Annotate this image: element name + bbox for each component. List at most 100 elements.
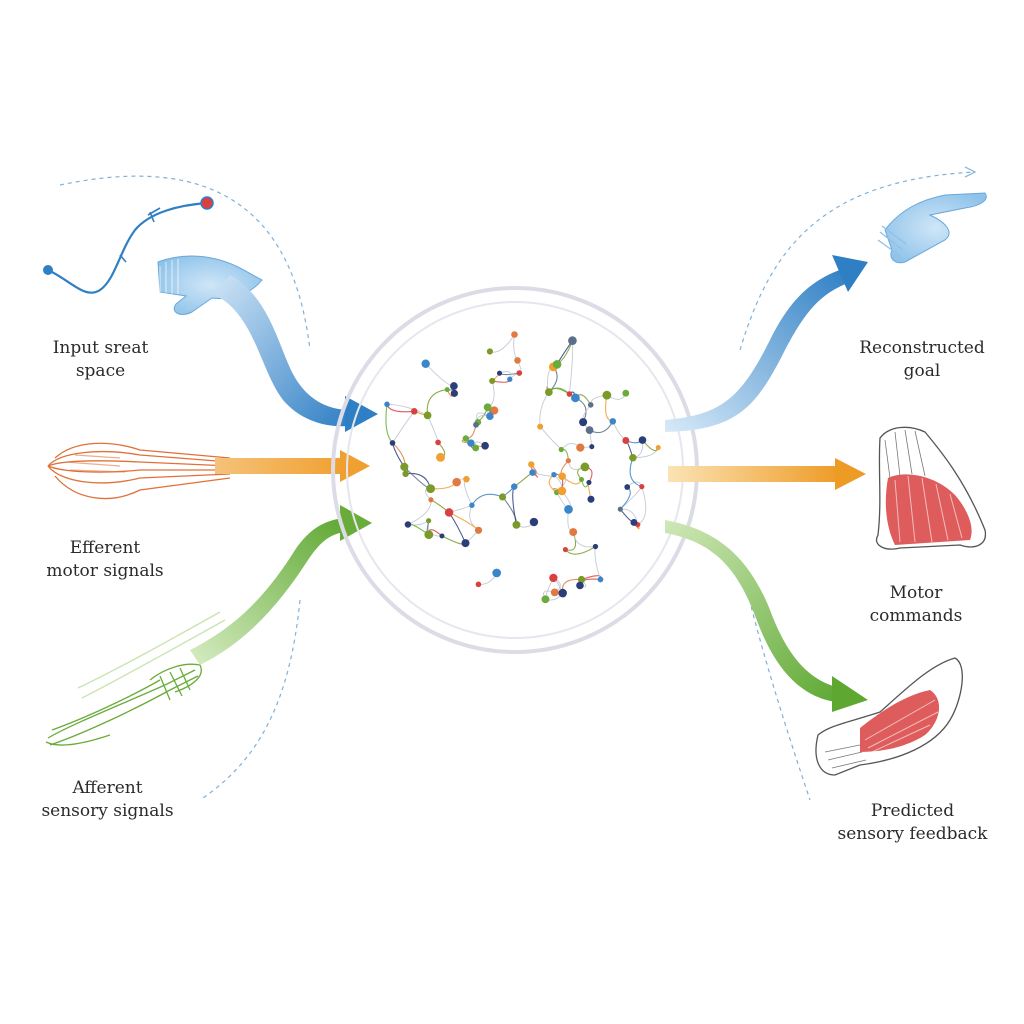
network-node [426,518,432,524]
input-state-arrow [215,275,378,432]
muscle-fibers-icon [47,442,231,500]
network-node [496,370,503,376]
label-line: Predicted [870,801,955,821]
network-node [529,517,539,527]
network-node [617,506,623,512]
trajectory-icon [43,196,214,294]
network-node [655,445,661,451]
network-node [551,472,557,478]
network-node [602,390,612,400]
network-link [594,546,601,580]
label-input-state-space: Input sreat space [38,337,163,383]
network-node [475,581,482,588]
network-node [629,454,637,462]
network-link [471,493,503,506]
network-node [609,418,617,425]
network-node [450,389,458,397]
network-node [576,443,585,452]
network-node [622,389,630,397]
network-node [511,331,518,338]
network-node [473,421,479,428]
network-node [472,444,480,452]
network-node [624,484,631,490]
network-node [571,393,580,403]
network-node [530,469,536,475]
network-node [565,458,571,464]
network-node [462,435,470,442]
network-link [513,334,518,361]
network-node [576,581,584,590]
network-node [586,479,592,485]
network-link [637,486,647,526]
network-node [541,595,550,604]
network-node [577,575,586,584]
network-node [439,533,445,539]
neural-network-icon [331,286,699,654]
network-node [569,528,578,537]
network-node [558,472,567,481]
label-line: sensory signals [41,801,174,821]
network-node [552,359,562,369]
network-node [579,476,585,482]
network-node [486,412,494,420]
network-node [549,573,558,583]
label-line: Reconstructed [859,338,985,358]
network-node [444,387,450,393]
network-node [566,391,573,397]
network-link [568,340,574,395]
network-link [386,403,428,416]
network-link [539,426,562,450]
network-node [389,440,396,446]
network-node [421,359,430,368]
network-node [474,526,483,534]
motor-commands-arrow [668,458,866,490]
network-node [528,461,535,468]
network-node [639,484,645,490]
network-node [511,483,518,490]
network-node [499,493,507,501]
network-node [384,401,390,408]
reconstructed-goal-arrow [665,255,868,432]
network-link [427,415,439,443]
network-node [545,388,553,396]
network-node [410,408,418,415]
muscle-icon [875,426,987,550]
network-link [619,486,631,510]
network-link [548,474,558,493]
network-link [392,411,415,444]
network-node [580,462,590,472]
network-node [463,475,470,483]
network-node [562,546,568,553]
network-node [469,502,475,508]
network-node [486,348,493,355]
label-afferent-sensory-signals: Afferent sensory signals [30,777,185,823]
network-node [507,376,513,382]
network-node [424,530,434,540]
label-line: sensory feedback [837,824,988,844]
network-node [587,402,594,408]
predicted-feedback-arrow [665,520,868,712]
network-node [449,382,458,390]
label-line: commands [869,606,963,626]
network-node [436,452,446,462]
reaching-hand-icon [877,192,987,264]
label-reconstructed-goal: Reconstructed goal [848,337,996,383]
network-node [638,436,647,444]
label-line: motor signals [46,561,164,581]
network-node [558,588,567,598]
network-node [489,377,496,385]
label-efferent-motor-signals: Efferent motor signals [35,537,175,583]
network-node [579,418,588,427]
network-node [452,477,461,487]
network-link [487,380,495,408]
label-line: goal [903,361,941,381]
network-node [537,423,544,430]
network-link [512,486,517,525]
label-line: Motor [889,583,943,603]
network-node [630,519,638,526]
dashed-guide-arrowhead [964,166,977,178]
label-predicted-sensory-feedback: Predicted sensory feedback [830,800,995,846]
network-node [492,568,502,578]
network-node [461,539,470,548]
network-node [481,441,489,450]
